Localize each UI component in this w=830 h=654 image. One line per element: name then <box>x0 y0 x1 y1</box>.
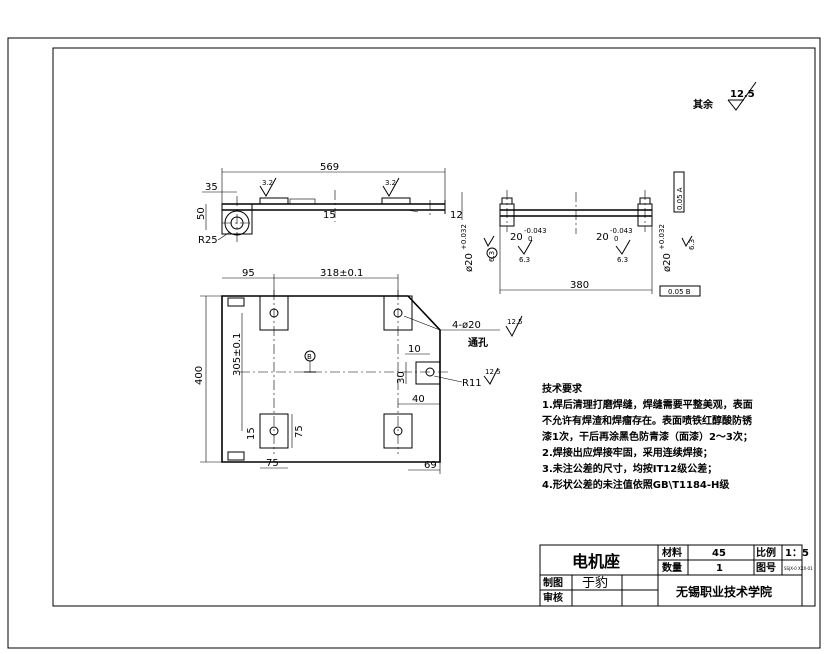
dim-pad-h: 75 <box>294 425 305 438</box>
svg-text:6.3: 6.3 <box>488 251 496 262</box>
svg-text:12.5: 12.5 <box>485 368 501 376</box>
dim-bore-left: 20 <box>510 232 523 243</box>
svg-text:12.5: 12.5 <box>507 318 523 326</box>
dim-length: 569 <box>320 162 339 173</box>
scale-label: 比例 <box>756 546 776 559</box>
title-block: 电机座 材料 45 比例 1：5 数量 1 图号 SSJX-0 XXX-01 制… <box>539 544 813 607</box>
dim-pad-w: 75 <box>266 458 279 469</box>
drafter-value: 于豹 <box>582 576 608 591</box>
dim-dia-right: ø20 <box>662 253 673 272</box>
dim-pitch-x: 318±0.1 <box>320 268 363 279</box>
gtol-box-bottom <box>659 285 701 297</box>
tech-item: 不允许有焊渣和焊瘤存在。表面喷铁红醇酸防锈 <box>542 414 752 427</box>
svg-text:6.3: 6.3 <box>688 239 696 250</box>
tech-title: 技术要求 <box>542 382 583 395</box>
tech-item: 4.形状公差的未注值依照GB\T1184-H级 <box>542 478 730 491</box>
dim-bottom-off: 15 <box>246 427 257 440</box>
dim-radius: R25 <box>198 235 218 246</box>
side-view: 380 20 -0.043 0 20 -0.043 0 ø20 +0.032 ø… <box>460 171 701 297</box>
rough-a: 3.2 <box>262 179 273 187</box>
circ-symbol <box>486 247 498 259</box>
school-name: 无锡职业技术学院 <box>675 584 772 599</box>
svg-text:+0.032: +0.032 <box>658 224 666 250</box>
dim-slot-w: 10 <box>408 344 421 355</box>
drafter-label: 制图 <box>543 576 563 589</box>
dim-slot-h: 30 <box>396 371 407 384</box>
tech-item: 1.焊后清理打磨焊缝，焊缝需要平整美观，表面 <box>542 398 753 411</box>
svg-text:+0.032: +0.032 <box>460 224 468 250</box>
svg-text:0: 0 <box>614 235 618 243</box>
svg-text:-0.043: -0.043 <box>524 227 547 235</box>
dim-center: 15 <box>323 210 336 221</box>
svg-text:6.3: 6.3 <box>617 256 628 264</box>
dim-height: 50 <box>196 207 207 220</box>
roughness-symbol <box>727 81 757 111</box>
svg-text:6.3: 6.3 <box>519 256 530 264</box>
dim-total-h: 400 <box>194 366 205 385</box>
holes-note: 通孔 <box>468 336 488 349</box>
rough-b: 3.2 <box>385 179 396 187</box>
dim-holes: 4-ø20 <box>452 320 481 331</box>
dim-left-offset: 35 <box>205 182 218 193</box>
gtol-top: 0.05 A <box>676 187 684 210</box>
dim-slot-off: 40 <box>412 394 425 405</box>
material-value: 45 <box>712 548 726 559</box>
gtol-box-top <box>673 171 685 213</box>
inner-frame <box>52 47 816 607</box>
roughness-other-value: 12.5 <box>730 89 755 100</box>
tech-item: 漆1次，干后再涂黑色防青漆（面漆）2～3次； <box>542 430 753 443</box>
scale-value: 1：5 <box>785 548 809 559</box>
dim-dia-left: ø20 <box>464 253 475 272</box>
gtol-bottom: 0.05 B <box>668 288 691 296</box>
qty-value: 1 <box>716 563 723 574</box>
outer-frame <box>7 37 821 649</box>
tech-requirements: 技术要求 1.焊后清理打磨焊缝，焊缝需要平整美观，表面 不允许有焊渣和焊瘤存在。… <box>542 382 753 491</box>
front-view: 569 35 50 R25 15 12 3.2 3.2 <box>196 162 463 246</box>
plan-view: B 95 318±0.1 400 305±0.1 4-ø20 通孔 12.5 1… <box>194 268 523 474</box>
drawing-no-label: 图号 <box>756 562 776 574</box>
reviewer-label: 审核 <box>543 591 563 604</box>
dim-right-off: 69 <box>424 460 437 471</box>
tech-item: 3.未注公差的尺寸，均按IT12级公差； <box>542 462 717 475</box>
roughness-other: 其余 12.5 <box>693 81 757 111</box>
tech-item: 2.焊接出应焊接牢固，采用连续焊接； <box>542 446 713 459</box>
dim-span: 380 <box>570 280 589 291</box>
roughness-other-label: 其余 <box>693 98 714 111</box>
part-name: 电机座 <box>572 552 620 571</box>
dim-thickness: 12 <box>450 210 463 221</box>
dim-pitch-y: 305±0.1 <box>232 333 243 376</box>
material-label: 材料 <box>662 546 682 559</box>
dim-slot-r: R11 <box>462 378 482 389</box>
drawing-no-value: SSJX-0 XXX-01 <box>784 566 813 571</box>
svg-text:-0.043: -0.043 <box>610 227 633 235</box>
dim-bore-right: 20 <box>596 232 609 243</box>
dim-left: 95 <box>242 268 255 279</box>
qty-label: 数量 <box>662 561 682 574</box>
datum-b: B <box>307 353 312 361</box>
svg-text:0: 0 <box>528 235 532 243</box>
